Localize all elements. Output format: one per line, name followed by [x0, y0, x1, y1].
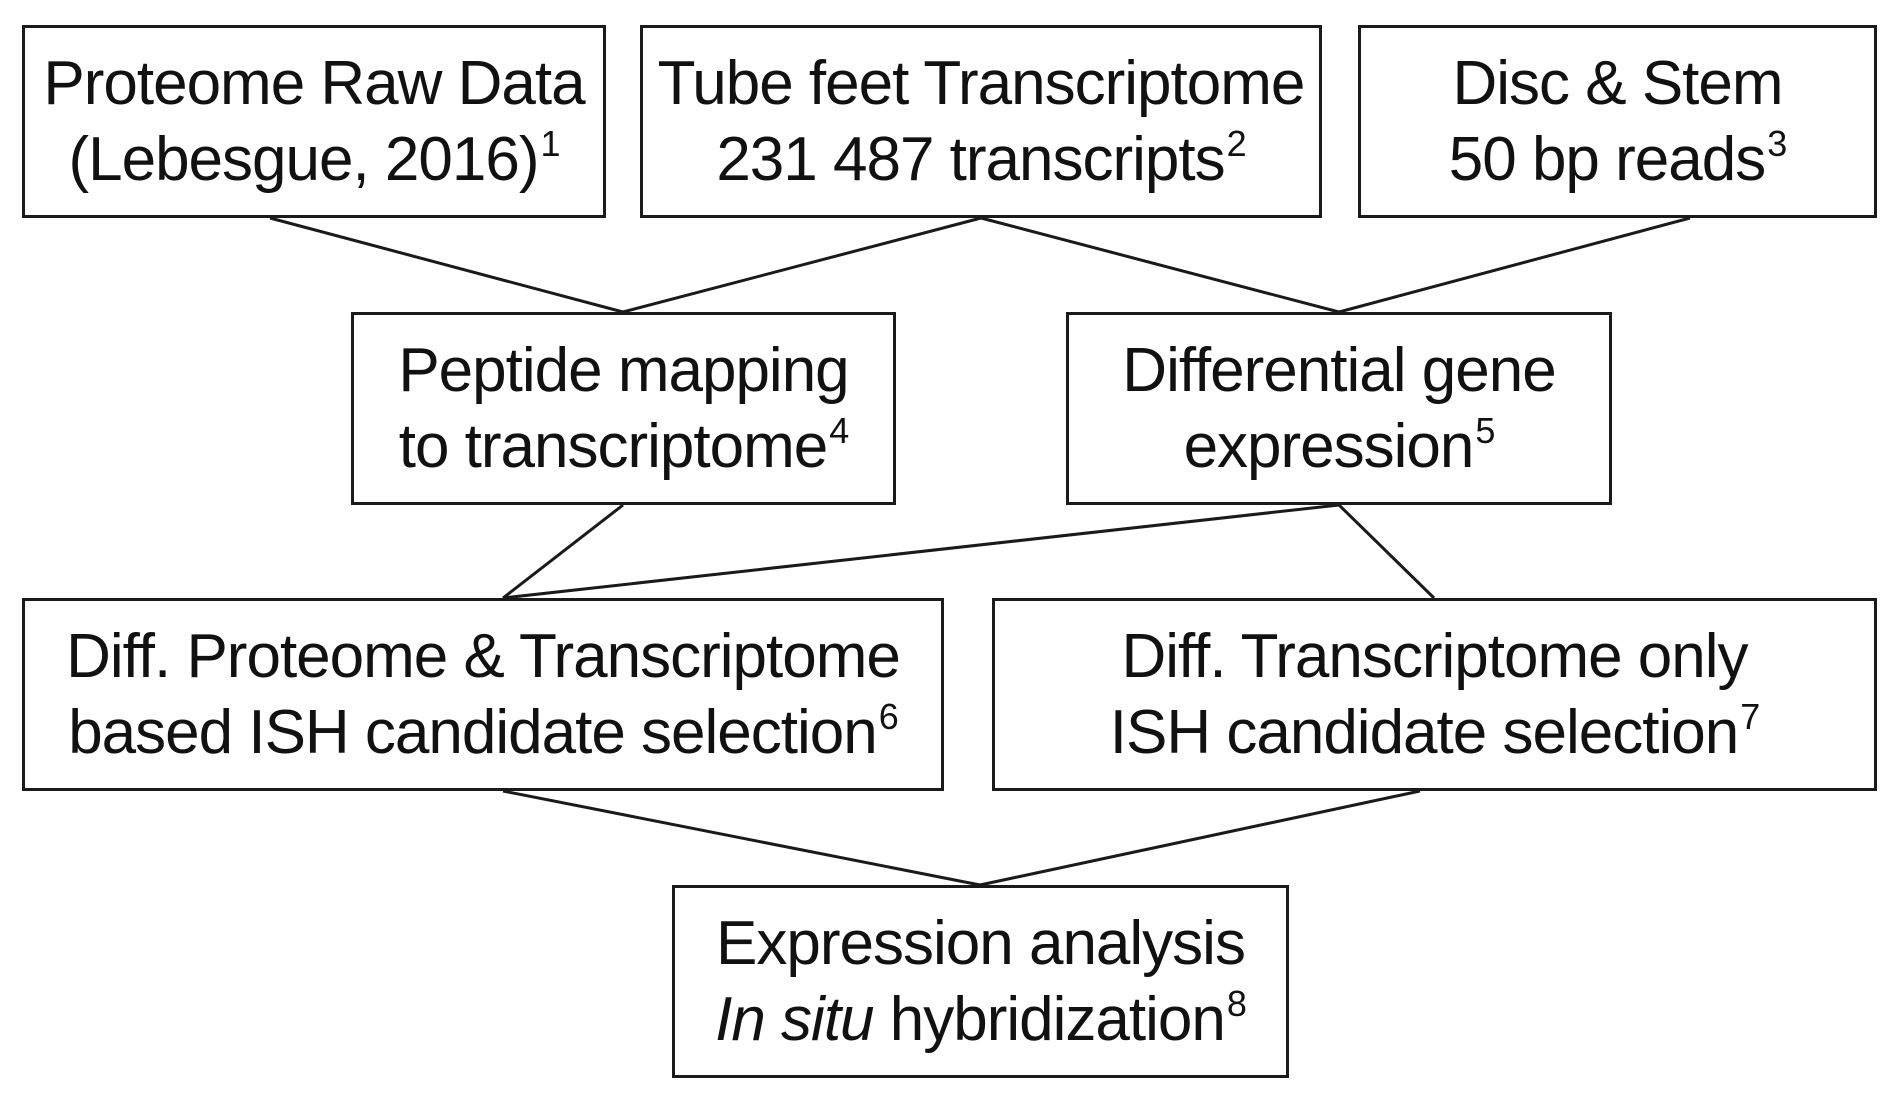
node-expression-analysis: Expression analysis In situ hybridizatio… — [672, 885, 1289, 1078]
node-disc-stem-line2: 50 bp reads — [1448, 124, 1766, 194]
node-tube-feet-transcriptome-line1: Tube feet Transcriptome — [657, 48, 1306, 118]
edge-proteome-to-peptide — [269, 216, 624, 314]
edge-peptide-to-diff-proteome — [502, 503, 624, 600]
footnote-marker: 2 — [1226, 122, 1247, 164]
footnote-marker: 5 — [1475, 409, 1495, 451]
node-expression-analysis-line2: hybridization — [873, 984, 1226, 1054]
node-expression-analysis-in-situ: In situ — [715, 984, 874, 1054]
footnote-marker: 3 — [1767, 122, 1787, 164]
node-diff-proteome-transcriptome-selection: Diff. Proteome & Transcriptome based ISH… — [22, 598, 944, 791]
node-proteome-raw-data-line2: (Lebesgue, 2016) — [68, 124, 539, 194]
footnote-marker: 8 — [1226, 982, 1247, 1024]
node-peptide-mapping-line1: Peptide mapping — [398, 335, 849, 405]
node-diff-proteome-transcriptome-line1: Diff. Proteome & Transcriptome — [66, 621, 901, 691]
node-diff-transcriptome-only-line2: ISH candidate selection — [1109, 697, 1739, 767]
node-differential-gene-expression-line1: Differential gene — [1122, 335, 1556, 405]
node-disc-stem: Disc & Stem 50 bp reads3 — [1358, 25, 1877, 218]
node-expression-analysis-line1: Expression analysis — [716, 908, 1246, 978]
node-diff-proteome-transcriptome-line2: based ISH candidate selection — [68, 697, 878, 767]
edge-differential-to-diff-transcriptome — [1337, 503, 1436, 600]
edge-disc-to-differential — [1338, 216, 1691, 314]
node-disc-stem-line1: Disc & Stem — [1452, 48, 1783, 118]
node-proteome-raw-data: Proteome Raw Data (Lebesgue, 2016)1 — [22, 25, 606, 218]
node-differential-gene-expression-line2: expression — [1183, 411, 1475, 481]
node-diff-transcriptome-only-line1: Diff. Transcriptome only — [1121, 621, 1748, 691]
edge-differential-to-diff-proteome — [502, 503, 1340, 600]
footnote-marker: 4 — [829, 409, 849, 451]
footnote-marker: 7 — [1740, 695, 1760, 737]
footnote-marker: 6 — [878, 695, 899, 737]
node-peptide-mapping: Peptide mapping to transcriptome4 — [351, 312, 896, 505]
footnote-marker: 1 — [540, 122, 561, 164]
edge-diff-transcriptome-to-expression — [979, 789, 1421, 887]
node-differential-gene-expression: Differential gene expression5 — [1066, 312, 1612, 505]
node-tube-feet-transcriptome-line2: 231 487 transcripts — [716, 124, 1225, 194]
edge-tubefeet-to-peptide — [622, 216, 982, 314]
node-tube-feet-transcriptome: Tube feet Transcriptome 231 487 transcri… — [640, 25, 1322, 218]
node-peptide-mapping-line2: to transcriptome — [398, 411, 829, 481]
edge-tubefeet-to-differential — [980, 216, 1340, 314]
edge-diff-proteome-to-expression — [502, 789, 981, 887]
node-proteome-raw-data-line1: Proteome Raw Data — [43, 48, 585, 118]
node-diff-transcriptome-only-selection: Diff. Transcriptome only ISH candidate s… — [992, 598, 1877, 791]
